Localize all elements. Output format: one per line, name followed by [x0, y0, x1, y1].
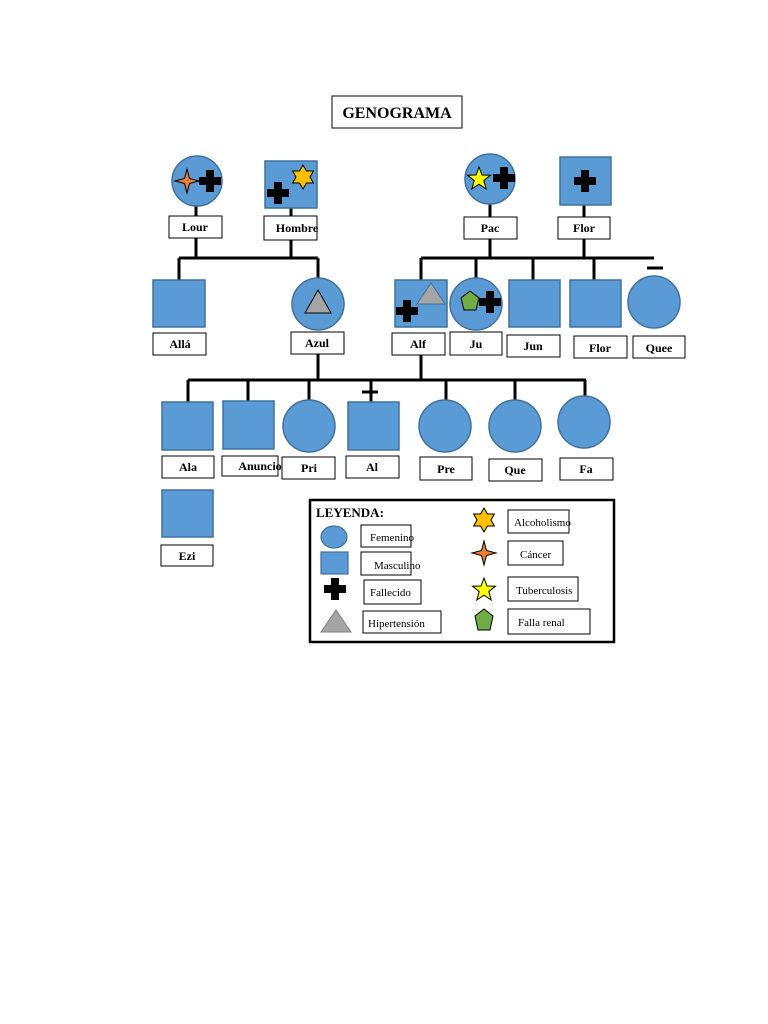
female-symbol: [627, 275, 681, 329]
person-name: Jun: [523, 339, 543, 353]
female-symbol: [488, 399, 542, 453]
person-anuncio[interactable]: [222, 400, 275, 450]
connecting-lines: [177, 204, 654, 402]
person-ju[interactable]: [449, 277, 503, 331]
female-symbol: [418, 399, 472, 453]
label-anuncio: Anuncio: [221, 455, 282, 477]
legend-label-fallecido: Fallecido: [370, 587, 411, 599]
person-hombre[interactable]: [264, 160, 318, 209]
title-box: GENOGRAMA: [331, 95, 463, 129]
male-symbol: [569, 279, 622, 328]
label-lour: Lour: [168, 215, 223, 239]
legend-label-falla-renal: Falla renal: [518, 617, 565, 629]
person-que[interactable]: [488, 399, 542, 453]
male-legend-icon: [320, 551, 349, 575]
label-quee: Quee: [632, 335, 686, 359]
label-al: Al: [345, 455, 400, 479]
label-flor-2: Flor: [573, 335, 628, 359]
female-legend-icon: [320, 525, 348, 549]
person-pac[interactable]: [464, 153, 516, 205]
male-symbol: [264, 160, 318, 209]
male-symbol: [508, 279, 561, 328]
person-name: Quee: [646, 341, 673, 355]
label-pac: Pac: [463, 216, 518, 240]
person-name: Que: [504, 463, 526, 477]
person-fa[interactable]: [557, 395, 611, 449]
person-name: Lour: [182, 220, 209, 234]
person-jun[interactable]: [508, 279, 561, 328]
label-hombre: Hombre: [263, 215, 319, 241]
person-alf[interactable]: [394, 279, 448, 328]
label-pri: Pri: [281, 456, 336, 480]
page-title: GENOGRAMA: [342, 105, 452, 122]
female-symbol: [282, 399, 336, 453]
label-alf: Alf: [391, 332, 446, 356]
male-symbol: [222, 400, 275, 450]
person-flor-1[interactable]: [559, 156, 612, 206]
label-flor-1: Flor: [557, 216, 611, 240]
hypertension-icon: [416, 282, 446, 305]
legend-title: LEYENDA:: [316, 505, 384, 520]
label-pre: Pre: [419, 456, 473, 481]
male-symbol: [152, 279, 206, 328]
male-symbol: [347, 401, 400, 451]
person-name: Ju: [470, 337, 483, 351]
label-azul: Azul: [290, 331, 345, 355]
label-ala: Ala: [161, 455, 215, 479]
person-name: Flor: [589, 341, 612, 355]
person-name: Pri: [301, 461, 318, 475]
label-jun: Jun: [506, 334, 561, 358]
person-pri[interactable]: [282, 399, 336, 453]
hypertension-icon: [304, 288, 332, 314]
legend-label-alcoholismo: Alcoholismo: [514, 517, 571, 529]
kidney-failure-legend-icon: [474, 608, 494, 631]
person-name: Fa: [579, 462, 592, 476]
male-symbol: [161, 401, 214, 451]
person-lour[interactable]: [171, 155, 223, 207]
person-name: Azul: [305, 336, 330, 350]
person-name: Pac: [481, 221, 500, 235]
legend-label-tuberculosis: Tuberculosis: [516, 585, 572, 597]
person-name: Pre: [437, 462, 455, 476]
label-alla: Allá: [152, 332, 207, 356]
female-symbol: [557, 395, 611, 449]
kidney-failure-icon: [460, 290, 480, 311]
label-ju: Ju: [449, 331, 503, 356]
person-name: Flor: [573, 221, 596, 235]
person-ala[interactable]: [161, 401, 214, 451]
person-name: Allá: [169, 337, 190, 351]
legend-label-cancer: Cáncer: [520, 549, 551, 561]
person-pre[interactable]: [418, 399, 472, 453]
person-alla[interactable]: [152, 279, 206, 328]
legend: LEYENDA: Femenino Masculino Fallecido Hi…: [308, 498, 616, 644]
person-flor-2[interactable]: [569, 279, 622, 328]
person-name: Al: [366, 460, 379, 474]
person-name: Anuncio: [238, 459, 281, 473]
person-ezi[interactable]: [161, 489, 214, 538]
legend-label-hipertension: Hipertensión: [368, 618, 425, 630]
person-name: Ala: [179, 460, 197, 474]
person-azul[interactable]: [291, 277, 345, 331]
person-name: Ezi: [179, 549, 196, 563]
label-que: Que: [488, 458, 543, 482]
person-name: Alf: [410, 337, 427, 351]
person-name: Hombre: [276, 221, 319, 235]
label-ezi: Ezi: [160, 544, 214, 567]
label-fa: Fa: [559, 457, 614, 481]
hypertension-legend-icon: [320, 609, 352, 633]
male-symbol: [161, 489, 214, 538]
legend-label-masculino: Masculino: [374, 560, 421, 572]
person-al[interactable]: [347, 401, 400, 451]
person-quee[interactable]: [627, 275, 681, 329]
female-symbol: [464, 153, 516, 205]
legend-label-femenino: Femenino: [370, 532, 414, 544]
